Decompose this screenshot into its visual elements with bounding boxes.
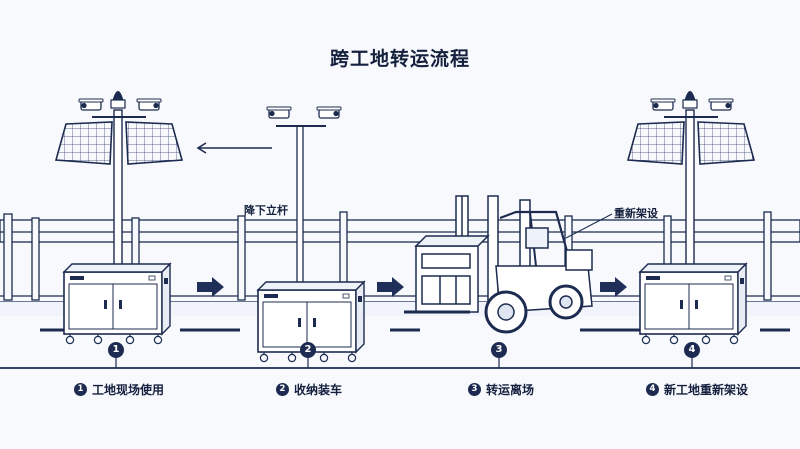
warning-light-icon [682, 91, 698, 109]
station-1-tower [54, 91, 184, 345]
step-4-text: 新工地重新架设 [664, 383, 749, 397]
security-camera-icon [316, 106, 342, 119]
step-3-badge: 3 [468, 383, 481, 396]
annotation-leader [565, 213, 613, 239]
security-camera-icon [78, 98, 104, 111]
cabinet-icon [639, 263, 747, 345]
solar-panel-icon [54, 121, 184, 165]
step-2-marker: 2 [300, 342, 316, 358]
forklift-icon [404, 195, 593, 334]
step-4-label: 4 新工地重新架设 [646, 381, 748, 398]
warning-light-icon [110, 91, 126, 109]
step-3-marker: 3 [491, 342, 507, 358]
security-camera-icon [136, 98, 162, 111]
step-4-badge: 4 [646, 383, 659, 396]
step-4-marker: 4 [684, 342, 700, 358]
step-1-label: 1 工地现场使用 [74, 381, 164, 398]
security-camera-icon [708, 98, 734, 111]
step-1-marker: 1 [108, 342, 124, 358]
annotation-re-erect: 重新架设 [614, 207, 658, 220]
security-camera-icon [266, 106, 292, 119]
arrow-right-icon [197, 277, 224, 297]
arrow-right-icon [377, 277, 404, 297]
step-3-text: 转运离场 [486, 383, 535, 397]
station-4-tower [626, 91, 756, 345]
solar-panel-icon [626, 121, 756, 165]
arrow-right-icon [600, 277, 627, 297]
step-1-badge: 1 [74, 383, 87, 396]
step-2-badge: 2 [276, 383, 289, 396]
annotation-lower-pole: 降下立杆 [244, 204, 288, 217]
cabinet-icon [63, 263, 171, 345]
page-title: 跨工地转运流程 [329, 48, 470, 70]
step-2-text: 收纳装车 [294, 383, 343, 397]
security-camera-icon [650, 98, 676, 111]
arrow-left-icon [196, 142, 272, 154]
step-1-text: 工地现场使用 [92, 383, 165, 397]
step-2-label: 2 收纳装车 [276, 381, 342, 398]
step-3-label: 3 转运离场 [468, 381, 534, 398]
station-2-tower [257, 106, 365, 363]
